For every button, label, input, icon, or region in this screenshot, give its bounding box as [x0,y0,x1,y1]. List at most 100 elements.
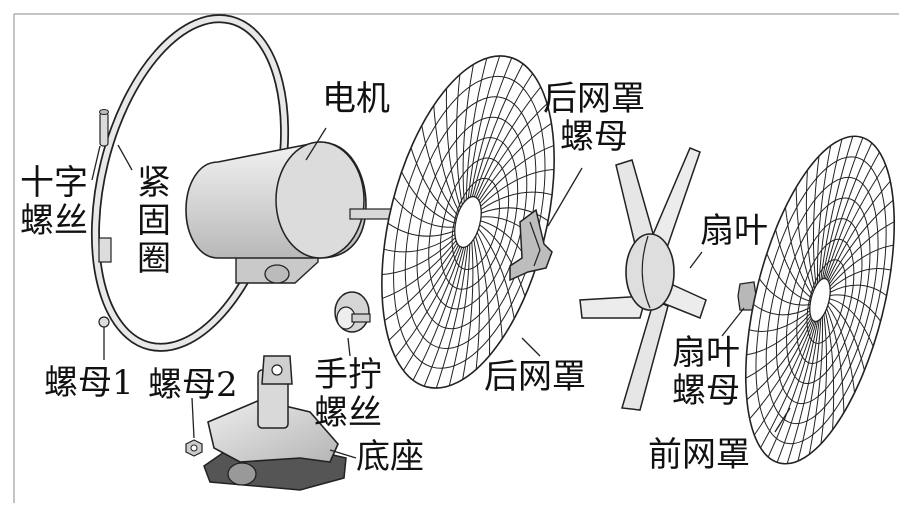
rear-guard-spoke [383,234,456,253]
rear-guard-nut-label: 后网罩螺母 [543,79,645,157]
motor [185,141,393,284]
rear-guard-spoke [462,241,474,380]
rear-guard-spoke [471,63,524,197]
rear-guard-spoke [435,245,469,389]
front-guard-spoke [746,313,811,356]
rear-guard-spoke [477,103,548,200]
hand-screw [334,291,371,333]
rear-guard-spoke [433,105,460,212]
front-guard-spoke [766,253,811,302]
front-guard-label: 前网罩 [648,435,750,475]
fan-blades [579,147,707,411]
front-guard-ring [755,156,887,445]
front-guard-spoke [753,303,811,316]
front-guard-spoke [749,310,811,332]
blade-nut-label: 扇叶螺母 [672,333,740,411]
rear-guard-spoke [394,246,461,358]
rear-guard-spoke [410,147,457,220]
front-guard-spoke [828,199,894,283]
cross-screw [99,109,109,147]
rear-guard-spoke [421,125,458,216]
rear-guard-spoke [445,88,461,209]
front-guard-spoke [784,207,813,295]
rear-guard-hub [454,195,482,249]
front-guard-spoke [824,311,835,430]
front-guard-spoke [745,315,811,379]
front-guard-spoke [797,318,822,462]
front-guard-spoke [758,278,811,306]
front-guard-spoke [827,180,891,281]
frame-border [13,13,899,503]
front-guard-spoke [775,229,812,299]
front-guard-spoke [749,319,813,420]
front-guard-spoke [820,136,854,281]
front-guard-spoke [829,244,894,287]
rear-guard-spoke [412,247,465,381]
front-guard-spoke [829,221,895,285]
front-guard-spoke [812,156,820,286]
base-label: 底座 [356,437,424,477]
rear-guard-spoke [388,244,459,341]
rear-guard-spoke [467,55,501,199]
rear-guard-spoke [481,207,549,222]
front-guard-spoke [816,145,832,284]
front-guard-spoke [824,151,880,279]
front-guard-spoke [829,294,882,322]
front-guard-spoke [805,170,816,289]
fan-blade-label: 扇叶 [700,211,768,251]
front-guard-spoke [821,137,864,280]
clamp-ring-label: 紧固圈 [137,163,171,279]
front-guard-spoke [753,320,814,436]
rear-guard-spoke [475,235,491,356]
rear-guard-spoke [473,73,534,197]
front-guard-spoke [795,187,814,292]
front-guard-spoke [828,301,865,371]
rear-guard-spoke [456,74,463,205]
front-guard-spoke [760,321,816,449]
rear-guard-spoke [480,169,554,207]
nut-1-label: 螺母1 [44,363,134,403]
leader-lines [91,127,791,459]
rear-guard [381,55,555,389]
nut-2-label: 螺母2 [148,365,238,405]
rear-guard-spoke [465,58,488,200]
front-guard-spoke [776,320,819,463]
front-guard-spoke [820,314,828,444]
rear-guard-spoke [387,222,455,237]
nut-1 [98,316,110,360]
base [203,355,347,491]
front-guard-spoke [829,284,887,297]
rear-guard-ring [439,157,510,290]
rear-guard-spoke [478,123,552,202]
rear-guard-spoke [462,64,474,203]
rear-guard-spoke [479,145,554,204]
rear-guard-label: 后网罩 [484,357,586,397]
front-guard-ring [796,238,855,364]
front-guard-spoke [826,308,845,413]
rear-guard-spoke [469,57,513,198]
rear-guard-spoke [480,191,553,210]
front-guard-spoke [829,298,874,347]
rear-guard-nut [509,208,553,282]
rear-guard-spoke [476,232,503,339]
rear-guard-spoke [382,237,456,275]
rear-guard-spoke [401,171,456,224]
front-guard-spoke [827,305,856,393]
front-guard-spoke [829,268,891,290]
front-guard-hub [809,277,831,323]
front-guard-spoke [808,316,824,455]
rear-guard-spoke [475,86,542,198]
front-guard-spoke [767,321,817,458]
rear-guard-spoke [393,196,456,228]
rear-guard-spoke [478,228,515,319]
nut-2 [185,439,203,457]
rear-guard-spoke [448,244,471,386]
front-guard-spoke [786,319,820,464]
rear-guard-spoke [382,240,457,299]
rear-guard-spoke [479,224,526,297]
front-guard-spoke [823,142,873,279]
cross-screw-label: 十字螺丝 [20,163,88,241]
front-guard-spoke [746,317,812,401]
rear-guard-spoke [473,239,480,370]
